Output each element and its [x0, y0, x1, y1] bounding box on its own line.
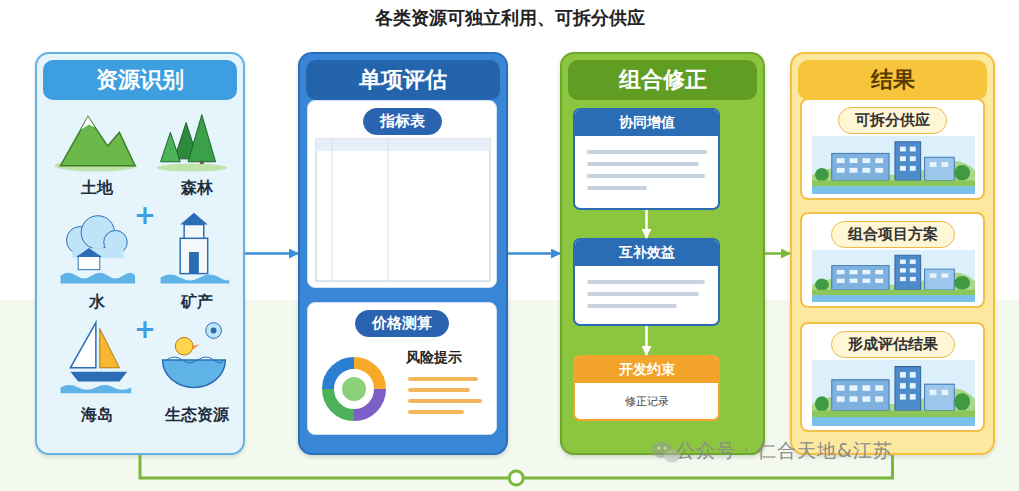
- node-heading: 组合项目方案: [831, 221, 955, 248]
- plus-sign: +: [134, 314, 156, 344]
- watermark: 公众号 · 仁合天地&江苏: [676, 439, 893, 461]
- ecology-icon: [163, 323, 226, 388]
- stage-panel: 单项评估 指标表 价格测算风险提示: [298, 52, 508, 455]
- resource-label: 海岛: [81, 405, 113, 424]
- step-card: 互补效益: [573, 238, 720, 326]
- node-heading: 价格测算: [355, 310, 449, 337]
- stage-panel: 结果可拆分供应组合项目方案形成评估结果: [790, 52, 995, 455]
- wechat-icon: [652, 442, 680, 463]
- plus-sign: +: [134, 200, 156, 230]
- mineral-icon: [161, 213, 230, 284]
- step-card: 协同增值: [573, 108, 720, 210]
- node-heading: 资源识别: [43, 60, 237, 100]
- resource-label: 生态资源: [165, 405, 229, 424]
- price-card: 价格测算风险提示: [307, 302, 497, 435]
- resource-label: 森林: [181, 178, 213, 197]
- flow-arrow: [645, 210, 648, 238]
- stage-panel: 组合修正 协同增值 互补效益开发约束修正记录: [560, 52, 765, 455]
- node-heading: 协同增值: [575, 110, 718, 136]
- resource-label: 土地: [81, 178, 113, 197]
- resource-label: 矿产: [181, 292, 213, 311]
- result-card: 组合项目方案: [800, 212, 985, 308]
- label-slot: 森林: [147, 178, 247, 199]
- island-icon: [61, 323, 132, 394]
- node-text: 修正记录: [575, 395, 718, 409]
- water-icon: [61, 216, 136, 284]
- node-heading: 单项评估: [306, 60, 500, 100]
- step-card: 开发约束修正记录: [573, 355, 720, 421]
- node-heading: 互补效益: [575, 240, 718, 266]
- stage-panel: 资源识别土地 森林水 矿产海岛 生态资源 + +: [35, 52, 245, 455]
- result-card: 可拆分供应: [800, 98, 985, 200]
- label-slot: 海岛: [47, 405, 147, 426]
- resource-label: 水: [89, 292, 105, 311]
- flow-arrow: [508, 252, 560, 255]
- loop-knot: [509, 471, 523, 485]
- result-card: 形成评估结果: [800, 322, 985, 432]
- node-heading: 指标表: [363, 108, 442, 135]
- node-heading: 可拆分供应: [838, 107, 947, 134]
- label-slot: +: [95, 200, 195, 230]
- label-slot: 生态资源: [147, 405, 247, 426]
- flow-arrow: [765, 252, 790, 255]
- label-slot: 公众号 · 仁合天地&江苏: [676, 438, 893, 464]
- flow-arrow: [245, 252, 298, 255]
- node-heading: 结果: [798, 60, 987, 100]
- label-slot: 水: [47, 292, 147, 313]
- label-slot: 土地: [47, 178, 147, 199]
- label-slot: 矿产: [147, 292, 247, 313]
- flow-arrow: [645, 326, 648, 355]
- indicator-card: 指标表: [307, 100, 497, 288]
- diagram-title: 各类资源可独立利用、可拆分供应: [375, 7, 645, 28]
- feedback-line: [140, 455, 893, 478]
- forest-icon: [157, 115, 228, 172]
- node-heading: 形成评估结果: [831, 331, 955, 358]
- resource-icons: [37, 54, 243, 453]
- land-icon: [55, 117, 137, 172]
- node-heading: 开发约束: [575, 357, 718, 383]
- node-text: 风险提示: [406, 349, 496, 367]
- title-slot: 各类资源可独立利用、可拆分供应: [0, 6, 1019, 30]
- node-heading: 组合修正: [568, 60, 757, 100]
- label-slot: +: [95, 314, 195, 344]
